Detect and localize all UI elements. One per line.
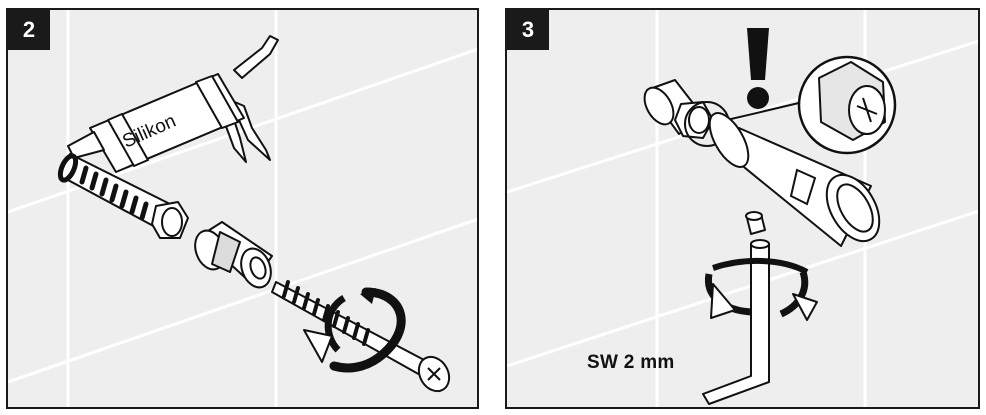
silicone-cartridge-gun-icon: Silikon — [67, 35, 279, 173]
step-3-panel: 3 SW 2 mm — [505, 8, 980, 409]
rotate-arrow-icon — [704, 258, 818, 321]
wall-fitting-icon — [643, 79, 730, 147]
wall-plug-icon — [57, 153, 189, 239]
step-number-badge: 2 — [8, 10, 50, 50]
step-number-badge: 3 — [507, 10, 549, 50]
spacer-sleeve-icon — [194, 221, 273, 289]
tile-grout-lines — [507, 10, 978, 407]
holder-cylinder-icon — [708, 112, 881, 247]
step-2-illustration: Silikon — [8, 10, 477, 407]
step-2-panel: Silikon — [6, 8, 479, 409]
rotate-arrow-icon — [303, 287, 406, 373]
grub-screw-icon — [745, 211, 766, 235]
step-3-illustration — [507, 10, 978, 407]
screw-icon — [271, 280, 451, 393]
hex-key-size-label: SW 2 mm — [587, 352, 675, 373]
attention-icon — [747, 28, 769, 109]
hex-key-icon — [702, 239, 770, 405]
magnifier-detail-icon — [797, 55, 897, 155]
